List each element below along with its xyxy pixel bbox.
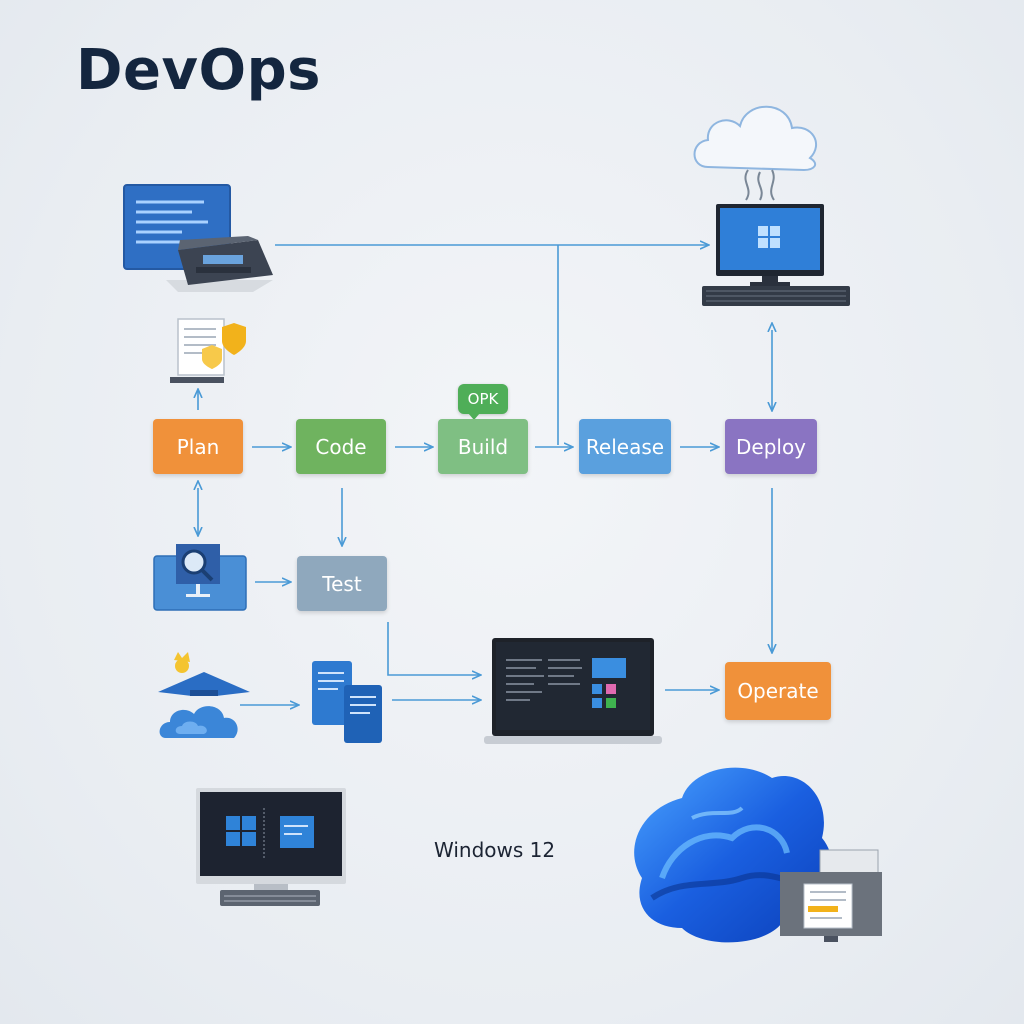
file-window-icon (780, 849, 882, 942)
document-badge-icon (170, 318, 246, 383)
arrow-test-laptop (387, 622, 480, 675)
stage-build[interactable]: Build (438, 419, 528, 474)
stage-release[interactable]: Release (579, 419, 671, 474)
caption: Windows 12 (434, 838, 556, 862)
magnifier-monitor-icon (153, 544, 247, 611)
code-editor-icon (123, 184, 273, 292)
desktop-pc-icon (702, 204, 850, 306)
cloud-icon (693, 105, 817, 201)
opk-badge: OPK (458, 384, 508, 420)
stage-test[interactable]: Test (297, 556, 387, 611)
hat-cloud-icon (158, 652, 250, 738)
page-title: DevOps (76, 38, 321, 103)
stage-deploy[interactable]: Deploy (725, 419, 817, 474)
stage-code[interactable]: Code (296, 419, 386, 474)
windows-monitor-icon (196, 788, 346, 906)
stage-operate[interactable]: Operate (725, 662, 831, 720)
stage-plan[interactable]: Plan (153, 419, 243, 474)
documents-icon (312, 661, 382, 743)
dashboard-laptop-icon (484, 638, 662, 744)
